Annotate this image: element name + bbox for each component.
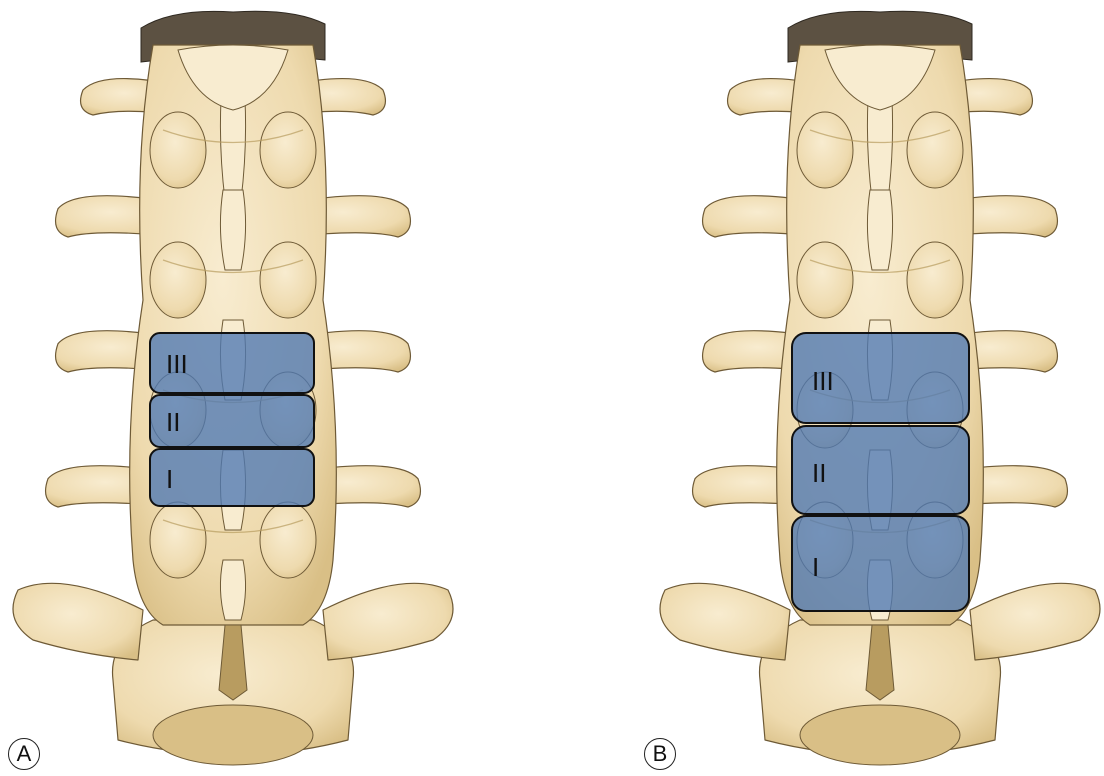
panel-label-b: B [644, 738, 676, 770]
zone-overlay-group: III II I [792, 333, 969, 611]
zone-ii-label: II [812, 458, 826, 488]
panel-b: III II I B [552, 0, 1104, 776]
panel-label-a: A [8, 738, 40, 770]
zone-ii-label: II [166, 407, 180, 437]
zone-i-label: I [166, 464, 173, 494]
zone-i-label: I [812, 552, 819, 582]
zone-overlay-group: III II I [150, 333, 314, 506]
spine-illustration-a: III II I [0, 0, 552, 776]
zone-iii-label: III [166, 349, 188, 379]
spine-illustration-b: III II I [552, 0, 1104, 776]
zone-iii-label: III [812, 366, 834, 396]
panel-a: III II I A [0, 0, 552, 776]
zone-i [150, 449, 314, 506]
